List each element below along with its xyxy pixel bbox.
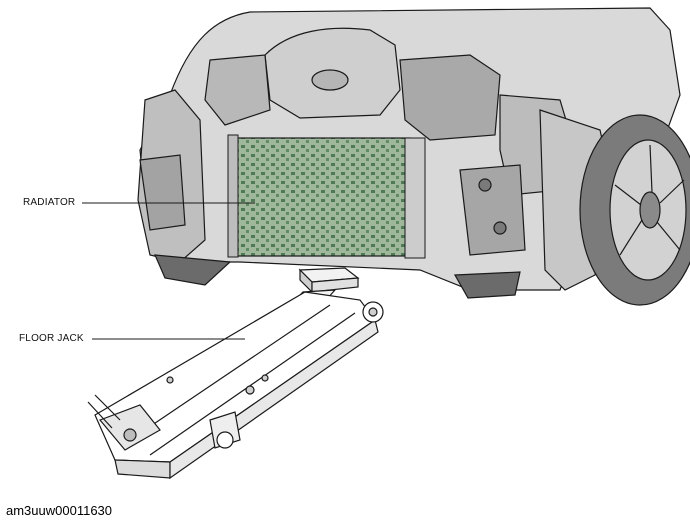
figure-code: am3uuw00011630 xyxy=(6,503,113,518)
radiator-label: RADIATOR xyxy=(23,197,76,208)
floor-jack xyxy=(87,289,384,480)
floor-jack-label: FLOOR JACK xyxy=(19,333,84,344)
front-wheel xyxy=(579,114,690,306)
jack-saddle xyxy=(298,267,360,294)
leader-lines xyxy=(82,202,255,340)
radiator xyxy=(227,134,426,259)
